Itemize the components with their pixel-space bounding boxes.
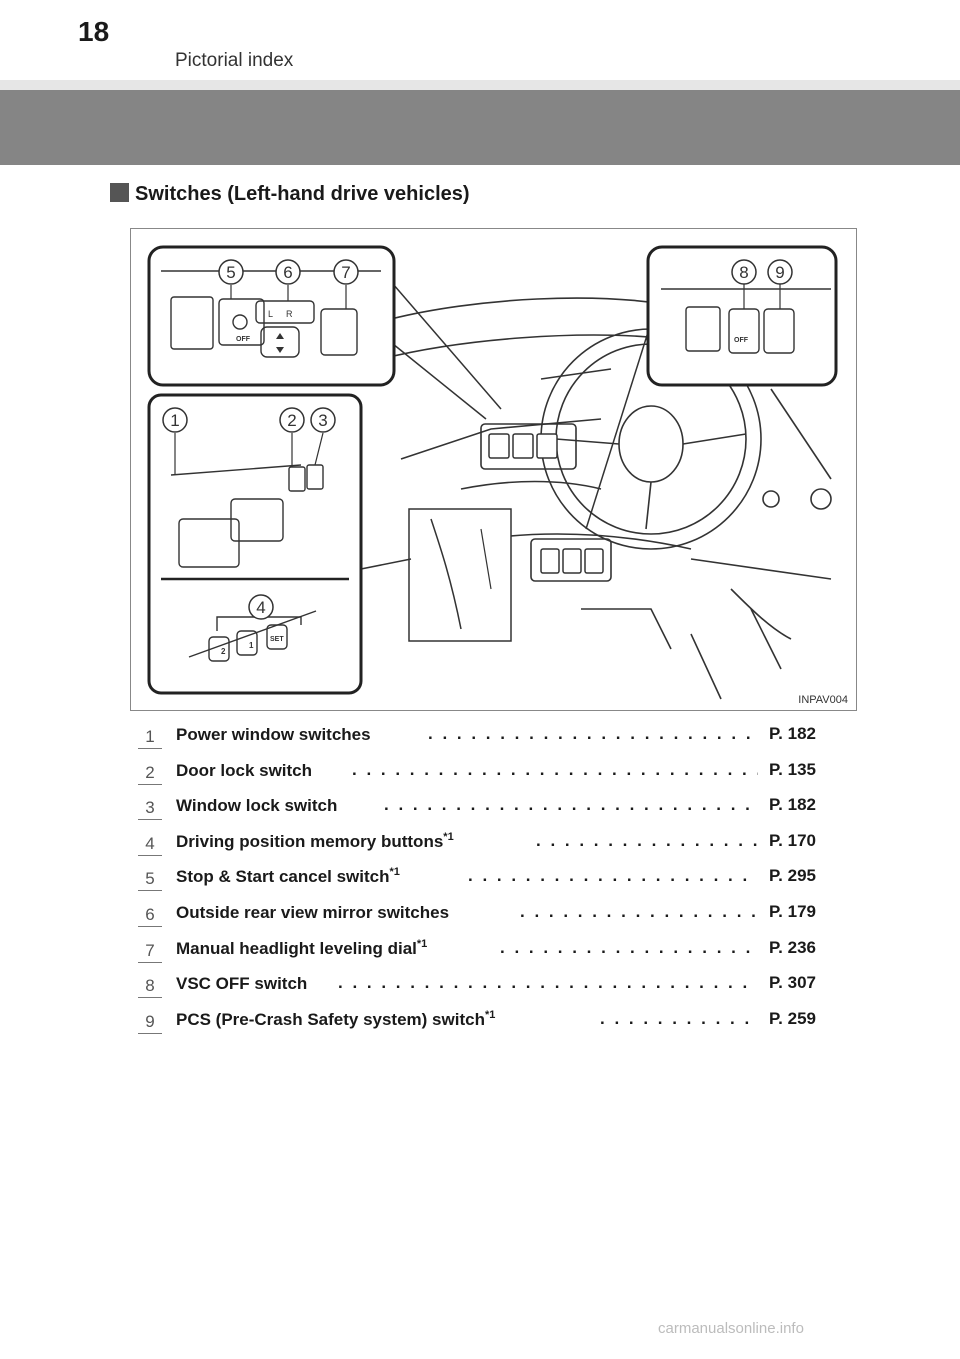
list-item: 5 Stop & Start cancel switch*1 . . . . .… — [138, 864, 838, 900]
callout-1: 1 — [170, 411, 179, 430]
callout-7: 7 — [341, 263, 350, 282]
section-title: Switches (Left-hand drive vehicles) — [110, 183, 470, 206]
item-label: PCS (Pre-Crash Safety system) switch*1 — [176, 1008, 496, 1029]
list-item: 4 Driving position memory buttons*1 . . … — [138, 829, 838, 865]
list-item: 3 Window lock switch . . . . . . . . . .… — [138, 793, 838, 829]
callout-5: 5 — [226, 263, 235, 282]
leader-dots: . . . . . . . . . . . . . . . . . . . . … — [384, 795, 758, 815]
leader-dots: . . . . . . . . . . . . . . . . . . . . … — [338, 973, 758, 993]
running-header: Pictorial index — [175, 50, 294, 71]
item-number: 6 — [138, 904, 162, 927]
leader-dots: . . . . . . . . . . . . . . . . . . . . — [536, 830, 758, 850]
callout-9: 9 — [775, 263, 784, 282]
leader-dots: . . . . . . . . . . . . . . . . . . . . … — [468, 866, 758, 886]
memory-set-text: SET — [270, 636, 284, 643]
stop-start-off-text: OFF — [236, 336, 251, 343]
item-label: VSC OFF switch — [176, 974, 308, 994]
memory-1-text: 1 — [249, 641, 254, 650]
item-label: Power window switches — [176, 725, 371, 744]
callout-6: 6 — [283, 263, 292, 282]
item-label: Stop & Start cancel switch*1 — [176, 866, 400, 887]
page-reference[interactable]: P. 135 — [769, 759, 816, 779]
page-number: 18 — [78, 16, 110, 47]
leader-dots: . . . . . . . . . . . . . . . . . . . . … — [352, 759, 758, 779]
page-reference[interactable]: P. 182 — [769, 724, 816, 743]
page-reference[interactable]: P. 295 — [769, 866, 816, 886]
callout-2: 2 — [287, 411, 296, 430]
item-number: 3 — [138, 797, 162, 821]
list-item: 2 Door lock switch . . . . . . . . . . .… — [138, 758, 838, 794]
bullet-square-icon — [110, 183, 129, 202]
item-label: Outside rear view mirror switches — [176, 902, 450, 922]
vsc-off-text: OFF — [734, 337, 749, 344]
item-label: Door lock switch — [176, 760, 313, 780]
page-reference[interactable]: P. 170 — [769, 830, 816, 850]
item-number: 2 — [138, 762, 162, 785]
inset-door-switches: 2 1 SET 1 2 3 4 — [147, 393, 363, 695]
page-reference[interactable]: P. 307 — [769, 973, 816, 993]
page-reference[interactable]: P. 259 — [769, 1008, 816, 1028]
leader-dots: . . . . . . . . . . . . . . . . . . . . … — [520, 901, 758, 921]
dashboard-drawing: OFF L R 5 6 7 OFF — [147, 245, 838, 700]
section-title-text: Switches (Left-hand drive vehicles) — [135, 183, 470, 205]
list-item: 7 Manual headlight leveling dial*1 . . .… — [138, 936, 838, 972]
list-item: 6 Outside rear view mirror switches . . … — [138, 900, 838, 936]
list-item: 9 PCS (Pre-Crash Safety system) switch*1… — [138, 1007, 838, 1043]
page-reference[interactable]: P. 182 — [769, 795, 816, 815]
item-number: 7 — [138, 940, 162, 963]
page-reference[interactable]: P. 179 — [769, 901, 816, 921]
watermark: carmanualsonline.info — [658, 1320, 804, 1337]
page-header: 18 Pictorial index — [0, 0, 960, 80]
mirror-right-text: R — [286, 309, 293, 319]
item-label: Driving position memory buttons*1 — [176, 830, 454, 851]
leader-dots: . . . . . . . . . . . . . . — [600, 1008, 758, 1028]
item-number: 8 — [138, 975, 162, 999]
list-item: 1 Power window switches . . . . . . . . … — [138, 722, 838, 758]
item-number: 9 — [138, 1011, 162, 1034]
item-number: 4 — [138, 833, 162, 856]
item-number: 5 — [138, 868, 162, 892]
memory-2-text: 2 — [221, 647, 226, 656]
header-divider — [0, 80, 960, 90]
leader-dots: . . . . . . . . . . . . . . . . . . . . … — [428, 724, 758, 743]
list-item: 8 VSC OFF switch . . . . . . . . . . . .… — [138, 971, 838, 1007]
page-reference[interactable]: P. 236 — [769, 937, 816, 957]
inset-vsc-pcs-switches: OFF 8 9 — [646, 245, 838, 387]
switch-list: 1 Power window switches . . . . . . . . … — [138, 722, 838, 1042]
item-label: Window lock switch — [176, 796, 338, 816]
switch-location-illustration: OFF L R 5 6 7 OFF — [130, 228, 857, 711]
callout-3: 3 — [318, 411, 327, 430]
figure-code: INPAV004 — [798, 694, 848, 706]
header-band — [0, 90, 960, 165]
item-label: Manual headlight leveling dial*1 — [176, 937, 428, 958]
item-number: 1 — [138, 726, 162, 749]
callout-4: 4 — [256, 598, 265, 617]
mirror-left-text: L — [268, 309, 273, 319]
leader-dots: . . . . . . . . . . . . . . . . . . . . … — [500, 937, 758, 957]
inset-mirror-switches: OFF L R 5 6 7 — [147, 245, 396, 387]
callout-8: 8 — [739, 263, 748, 282]
